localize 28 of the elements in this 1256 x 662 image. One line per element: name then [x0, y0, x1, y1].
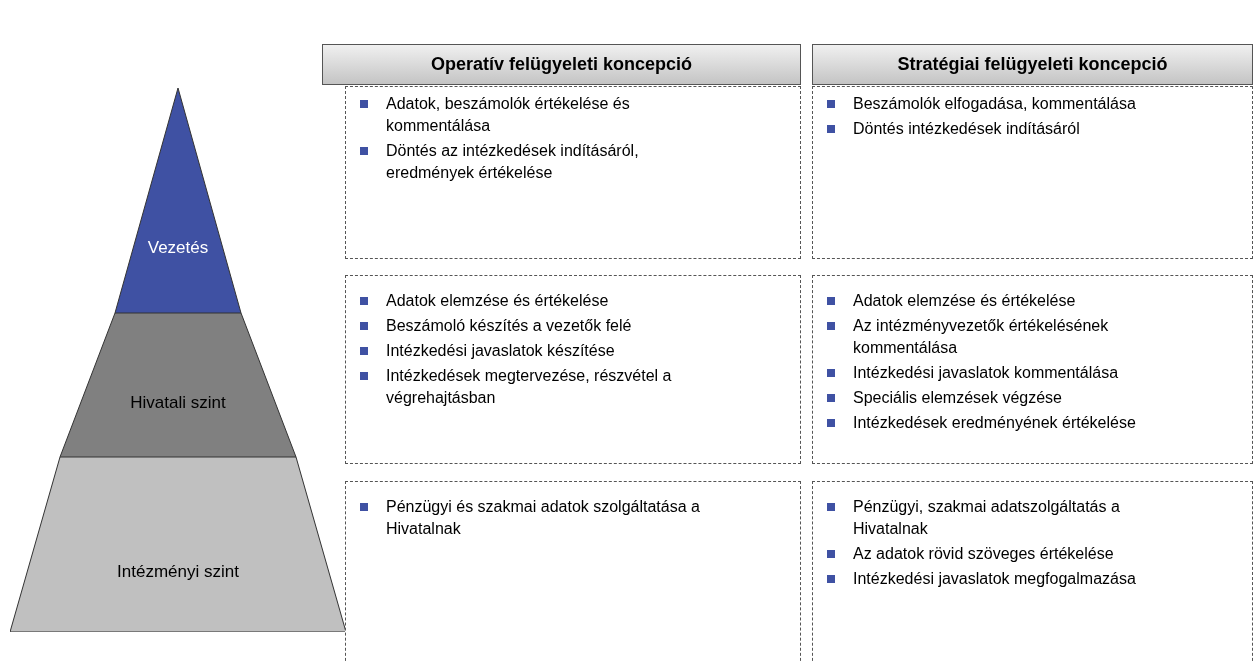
- dashed-panel: [812, 481, 1253, 662]
- dashed-panel: [345, 275, 801, 464]
- dashed-panel: [812, 275, 1253, 464]
- column-header: Operatív felügyeleti koncepció: [322, 44, 801, 85]
- bullet-point: Pénzügyi, szakmai adatszolgáltatás a Hivatalnak: [827, 496, 1177, 540]
- bullet-point: Intézkedési javaslatok készítése: [360, 340, 725, 362]
- tier-label: Intézményi szint: [116, 562, 240, 582]
- bullet-point: Intézkedések eredményének értékelése: [827, 412, 1177, 434]
- tier-label: Vezetés: [146, 238, 210, 258]
- dashed-panel: [345, 481, 801, 662]
- bullet-point: Intézkedések megtervezése, részvétel a végrehajtásban: [360, 365, 725, 409]
- bullet-point: Intézkedési javaslatok kommentálása: [827, 362, 1177, 384]
- dashed-panel: [345, 86, 801, 259]
- bullet-point: Döntés az intézkedések indításáról, eredmények értékelése: [360, 140, 725, 184]
- bullet-point: Adatok elemzése és értékelése: [360, 290, 725, 312]
- bullet-point: Speciális elemzések végzése: [827, 387, 1177, 409]
- bullet-point: Intézkedési javaslatok megfogalmazása: [827, 568, 1177, 590]
- bullet-point: Beszámolók elfogadása, kommentálása: [827, 93, 1177, 115]
- tier-label: Hivatali szint: [129, 393, 227, 413]
- bullet-point: Adatok, beszámolók értékelése és kommentálása: [360, 93, 725, 137]
- bullet-point: Döntés intézkedések indításáról: [827, 118, 1177, 140]
- bullet-point: Adatok elemzése és értékelése: [827, 290, 1177, 312]
- bullet-point: Pénzügyi és szakmai adatok szolgáltatása a Hivatalnak: [360, 496, 725, 540]
- bullet-point: Az adatok rövid szöveges értékelése: [827, 543, 1177, 565]
- bullet-point: Az intézményvezetők értékelésének kommentálása: [827, 315, 1177, 359]
- bullet-point: Beszámoló készítés a vezetők felé: [360, 315, 725, 337]
- dashed-panel: [812, 86, 1253, 259]
- column-header: Stratégiai felügyeleti koncepció: [812, 44, 1253, 85]
